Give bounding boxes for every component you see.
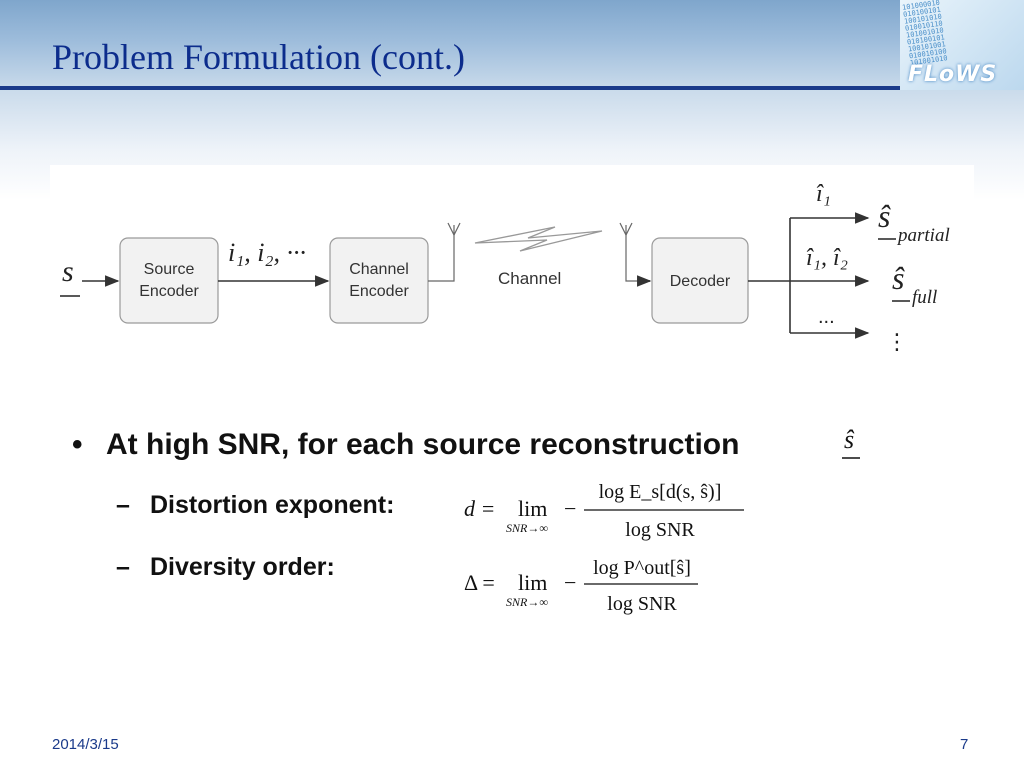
decoder-label: Decoder <box>670 273 731 290</box>
channel-encoder-box <box>329 237 429 324</box>
reconstruction-symbol-text: ŝ <box>844 425 855 454</box>
reconstruction-symbol: ŝ <box>842 425 860 459</box>
bullet-marker: • <box>72 428 83 461</box>
slide-page-number: 7 <box>960 736 969 753</box>
eq1-lim-subscript: SNR→∞ <box>506 521 548 535</box>
source-encoder-line2: Encoder <box>139 283 199 300</box>
full-output-symbol: ŝ <box>892 260 905 296</box>
dash-marker-2: – <box>116 553 130 581</box>
logo-text: FLoWS <box>908 62 998 87</box>
eq2-lim-subscript: SNR→∞ <box>506 595 548 609</box>
channel-encoder-line2: Encoder <box>349 283 409 300</box>
sub-bullet-distortion: –Distortion exponent: <box>116 491 394 520</box>
distortion-label: Distortion exponent: <box>150 491 395 519</box>
more-index-label: ... <box>818 306 835 328</box>
slide-title: Problem Formulation (cont.) <box>52 37 465 77</box>
main-bullet-text: At high SNR, for each source reconstruct… <box>106 428 740 461</box>
input-symbol: s <box>62 255 74 288</box>
channel-encoder-line1: Channel <box>349 261 409 278</box>
eq1-lhs: d = <box>464 496 495 521</box>
eq2-minus: − <box>564 570 576 595</box>
diversity-label: Diversity order: <box>150 553 335 581</box>
transmit-antenna-icon <box>428 222 461 282</box>
eq2-lim: lim <box>518 570 547 595</box>
more-outputs-ellipsis: ⋮ <box>886 330 908 355</box>
partial-index-label: î₁ <box>816 181 831 207</box>
dash-marker-1: – <box>116 491 130 519</box>
main-bullet: • At high SNR, for each source reconstruc… <box>72 428 739 462</box>
diversity-order-equation: Δ = lim SNR→∞ − log P^out[ŝ] log SNR <box>464 557 698 615</box>
partial-output-subscript: partial <box>896 225 950 246</box>
slide-date: 2014/3/15 <box>52 736 119 753</box>
distortion-exponent-equation: d = lim SNR→∞ − log E_s[d(s, ŝ)] log SNR <box>464 481 744 541</box>
eq1-numerator: log E_s[d(s, ŝ)] <box>599 481 722 503</box>
partial-output-symbol: ŝ <box>878 198 891 234</box>
eq2-denominator: log SNR <box>607 593 677 615</box>
eq2-numerator: log P^out[ŝ] <box>593 557 691 579</box>
eq2-lhs: Δ = <box>464 570 495 595</box>
sub-bullet-diversity: –Diversity order: <box>116 553 335 582</box>
full-index-label: î₁, î₂ <box>806 245 848 271</box>
channel-lightning-icon <box>474 226 603 252</box>
source-encoder-box <box>119 237 219 324</box>
full-output-subscript: full <box>912 287 937 308</box>
eq1-lim: lim <box>518 496 547 521</box>
source-encoder-line1: Source <box>144 261 195 278</box>
eq1-denominator: log SNR <box>625 519 695 541</box>
title-divider <box>0 86 1024 90</box>
system-diagram: s Source Encoder i₁, i₂, ··· Channel Enc… <box>50 165 974 365</box>
channel-label: Channel <box>498 269 561 288</box>
indices-label: i₁, i₂, ··· <box>228 238 306 267</box>
eq1-minus: − <box>564 496 576 521</box>
